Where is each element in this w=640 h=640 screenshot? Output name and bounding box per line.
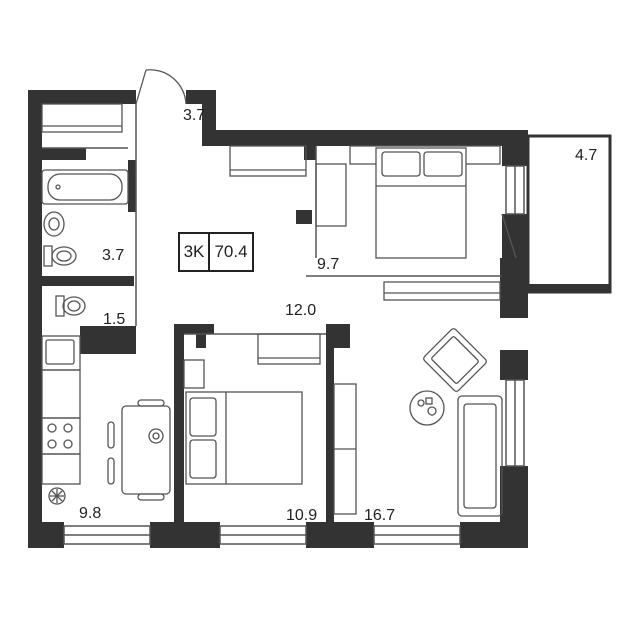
bedroom2-area-label: 10.9 <box>286 507 318 524</box>
bedroom2-furniture <box>183 333 321 485</box>
bedroom1-area-label: 9.7 <box>317 256 340 273</box>
kitchen-area-label: 9.8 <box>79 505 102 522</box>
doors <box>135 69 517 259</box>
hall-area-label: 3.7 <box>183 107 206 124</box>
apartment-badge: 3K 70.4 <box>178 232 254 272</box>
toilet-area-label: 1.5 <box>103 311 126 328</box>
apartment-type: 3K <box>180 234 210 270</box>
corridor-area-label: 12.0 <box>285 302 317 319</box>
balcony-area-label: 4.7 <box>575 147 598 164</box>
bedroom1-furniture <box>315 145 501 259</box>
windows <box>63 165 525 545</box>
living-furniture <box>333 281 503 517</box>
interior-walls <box>42 146 350 522</box>
bathroom-fixtures <box>41 169 129 267</box>
total-area: 70.4 <box>214 242 248 261</box>
hall-furniture <box>41 103 307 177</box>
living-area-label: 16.7 <box>364 507 396 524</box>
kitchen-furniture <box>41 335 171 505</box>
balcony <box>526 134 612 294</box>
bathroom-area-label: 3.7 <box>102 247 125 264</box>
toilet-fixtures <box>55 295 86 317</box>
exterior-walls <box>28 90 528 548</box>
